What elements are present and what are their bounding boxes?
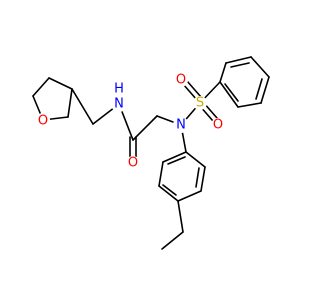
sulfonyl-oxygen-1-label: O (176, 73, 186, 88)
bond (177, 200, 184, 233)
atom-background (36, 113, 50, 127)
sulfur-atom: S (193, 96, 207, 111)
sulfonyl-oxygen-2-atom: O (211, 118, 225, 133)
bond (219, 81, 239, 108)
sulfonamide-nitrogen-label: N (176, 118, 186, 133)
bond (48, 77, 73, 90)
bond (182, 83, 198, 101)
bond (185, 151, 206, 168)
atom-background (174, 73, 188, 87)
atom-background (211, 118, 225, 132)
bond (158, 161, 164, 187)
background (0, 0, 300, 300)
ring-oxygen-atom: O (36, 113, 50, 129)
atom-label-layer: O N H O N S O O (36, 73, 225, 171)
bond (162, 184, 177, 196)
carbonyl-oxygen-atom: O (126, 156, 140, 171)
atom-background (193, 96, 207, 110)
bond (195, 167, 200, 188)
sulfonamide-nitrogen-atom: N (173, 117, 189, 133)
bond-layer (32, 56, 270, 250)
bond (162, 151, 187, 163)
bond (167, 156, 186, 165)
carbonyl-oxygen-label: O (128, 156, 138, 171)
atom-background (126, 156, 140, 170)
bond (132, 115, 158, 141)
atom-background (111, 96, 127, 112)
bond (32, 77, 50, 97)
bond (237, 102, 262, 108)
atom-background (173, 117, 189, 133)
amide-nitrogen-label: N (114, 97, 124, 112)
bond (177, 190, 202, 202)
bond (161, 231, 184, 250)
molecule-structure-diagram: O N H O N S O O (0, 0, 300, 300)
amide-hydrogen-label: H (114, 82, 124, 97)
amide-nitrogen-atom: N H (111, 82, 127, 112)
bond (67, 88, 73, 118)
bond (230, 62, 250, 68)
bond (224, 83, 239, 102)
bond (71, 88, 94, 125)
bond (200, 166, 206, 192)
ring-oxygen-label: O (38, 114, 48, 129)
bond (250, 56, 270, 78)
bond (260, 76, 270, 104)
bond (225, 56, 252, 64)
sulfur-label: S (196, 96, 204, 111)
bond (186, 80, 202, 98)
bond (219, 62, 227, 83)
sulfonyl-oxygen-1-atom: O (174, 73, 188, 88)
bond (255, 78, 263, 100)
sulfonyl-oxygen-2-label: O (213, 118, 223, 133)
bond (158, 185, 179, 202)
